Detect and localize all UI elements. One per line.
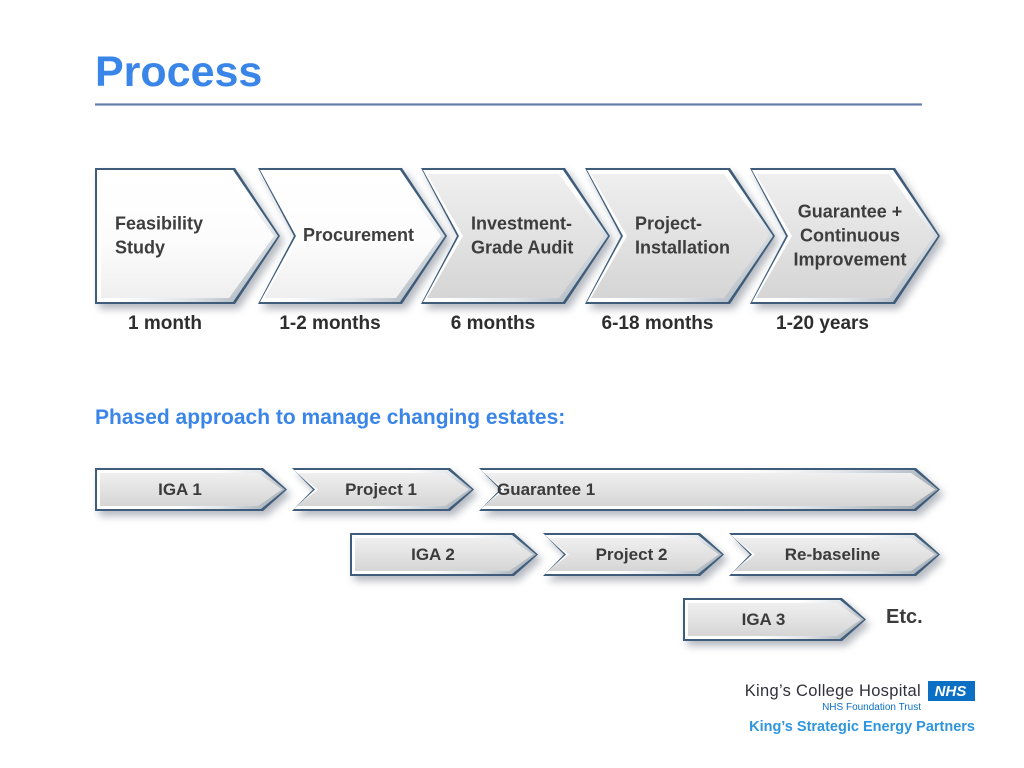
phase-bar-iga-3: IGA 3 <box>683 598 866 641</box>
chevron-fill <box>100 473 282 506</box>
process-step-label: Feasibility Study <box>115 213 204 257</box>
etc-label: Etc. <box>886 606 923 628</box>
chevron-fill <box>548 538 719 571</box>
step-duration: 1-2 months <box>279 313 381 334</box>
phase-bar-label: Guarantee 1 <box>497 479 596 499</box>
process-step-project-installation: Project-Installation <box>585 168 775 304</box>
footer-logo-block: King’s College Hospital NHS NHS Foundati… <box>745 681 975 735</box>
chevron-fill <box>734 538 935 571</box>
process-step-label: Procurement <box>303 225 415 246</box>
section-heading: Phased approach to manage changing estat… <box>95 406 566 429</box>
phase-bar-label: Re-baseline <box>784 544 881 564</box>
step-duration: 6 months <box>450 313 536 334</box>
trust-label: NHS Foundation Trust <box>822 702 921 713</box>
chevron-fill <box>688 603 861 636</box>
phase-bar-label: IGA 3 <box>741 609 786 629</box>
phase-bar-guarantee-1: Guarantee 1 <box>479 468 940 511</box>
hospital-logo-row: King’s College Hospital NHS <box>745 681 975 701</box>
phase-bar-label: Project 2 <box>595 544 668 564</box>
chevron-fill <box>355 538 533 571</box>
process-step-guarantee: Guarantee + Continuous Improvement <box>750 168 940 304</box>
page-title: Process <box>95 48 263 96</box>
process-step-label: Investment-Grade Audit <box>471 213 574 257</box>
step-duration: 1-20 years <box>776 313 869 334</box>
phase-bar-label: IGA 1 <box>158 479 202 499</box>
phase-bar-iga-1: IGA 1 <box>95 468 287 511</box>
title-underline <box>95 103 922 106</box>
process-step-label: Guarantee + Continuous Improvement <box>793 201 907 269</box>
phase-bar-project-2: Project 2 <box>543 533 724 576</box>
nhs-logo: NHS <box>928 681 975 701</box>
partner-label: King’s Strategic Energy Partners <box>749 719 975 735</box>
hospital-name: King’s College Hospital <box>744 681 921 700</box>
process-step-procurement: Procurement <box>258 168 447 304</box>
phase-bar-re-baseline: Re-baseline <box>729 533 940 576</box>
phase-bar-project-1: Project 1 <box>292 468 474 511</box>
process-step-investment-grade-audit: Investment-Grade Audit <box>421 168 610 304</box>
step-duration: 1 month <box>128 313 202 334</box>
process-step-label: Project-Installation <box>635 213 731 257</box>
phase-bar-label: Project 1 <box>345 479 417 499</box>
chevron-fill <box>297 473 469 506</box>
phase-bar-iga-2: IGA 2 <box>350 533 538 576</box>
step-duration: 6-18 months <box>601 313 714 334</box>
chevron-fill <box>484 473 935 506</box>
process-step-feasibility: Feasibility Study <box>95 168 280 304</box>
phase-bar-label: IGA 2 <box>411 544 455 564</box>
